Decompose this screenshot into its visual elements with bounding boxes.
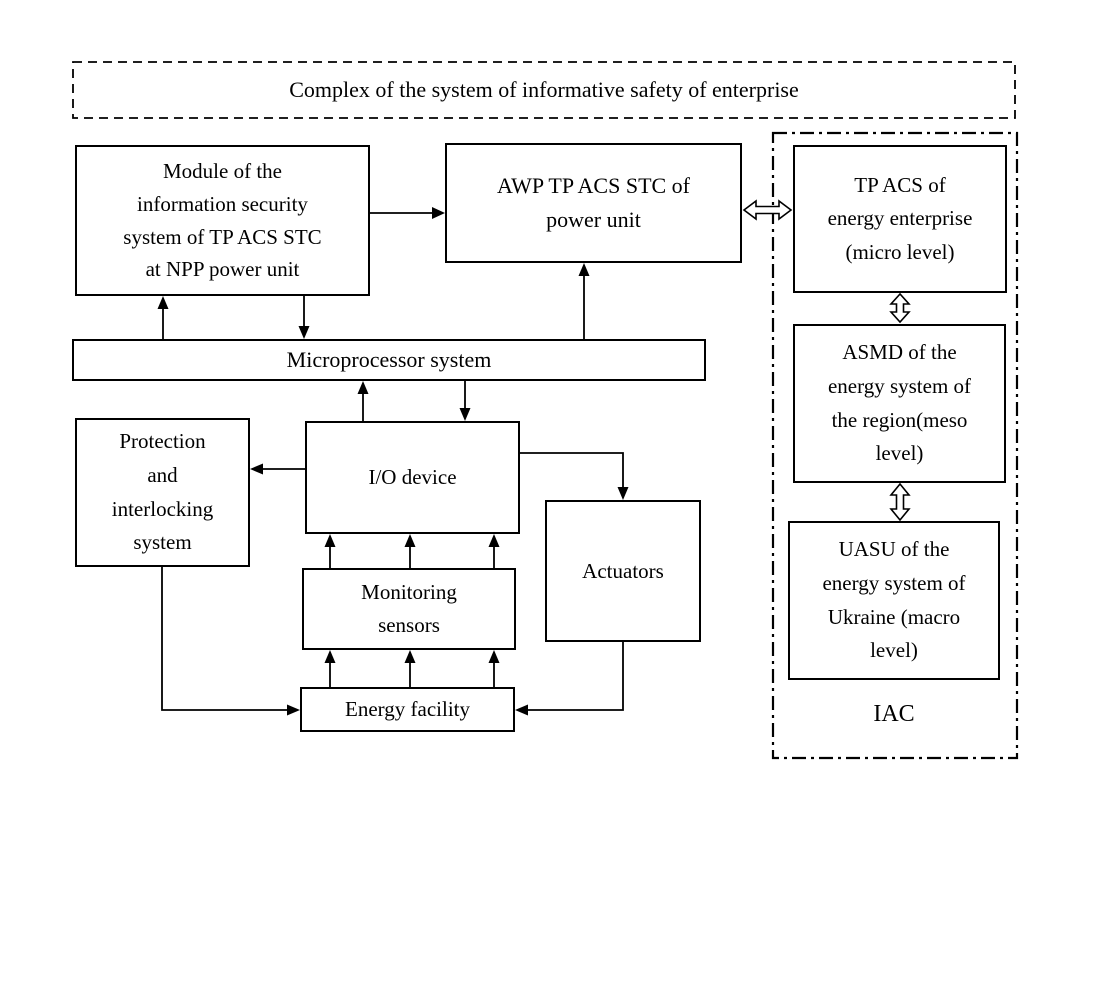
energy-facility-box: Energy facility — [300, 687, 515, 732]
arrow-actuators-to-energy — [528, 642, 624, 711]
actuators-box: Actuators — [545, 500, 701, 642]
asmd-box: ASMD of the energy system of the region(… — [793, 324, 1006, 483]
iac-container-border — [771, 131, 1019, 760]
iac-label: IAC — [873, 701, 915, 728]
double-arrows — [742, 199, 911, 522]
double-arrow-tpacs-asmd — [889, 292, 911, 324]
arrow-io-to-actuators — [520, 452, 624, 489]
monitoring-sensors-box: Monitoring sensors — [302, 568, 516, 650]
tp-acs-box: TP ACS of energy enterprise (micro level… — [793, 145, 1007, 293]
microprocessor-bar: Microprocessor system — [72, 339, 706, 381]
uasu-box: UASU of the energy system of Ukraine (ma… — [788, 521, 1000, 680]
awp-box: AWP TP ACS STC of power unit — [445, 143, 742, 263]
arrowheads — [157, 207, 629, 716]
double-arrow-asmd-uasu — [889, 482, 911, 522]
double-arrow-awp-tpacs — [742, 199, 793, 221]
arrow-protection-to-energy — [161, 567, 288, 711]
module-box: Module of the information security syste… — [75, 145, 370, 296]
complex-dashed-border — [72, 61, 1016, 119]
protection-box: Protection and interlocking system — [75, 418, 250, 567]
io-device-box: I/O device — [305, 421, 520, 534]
complex-title-box: Complex of the system of informative saf… — [289, 76, 799, 102]
